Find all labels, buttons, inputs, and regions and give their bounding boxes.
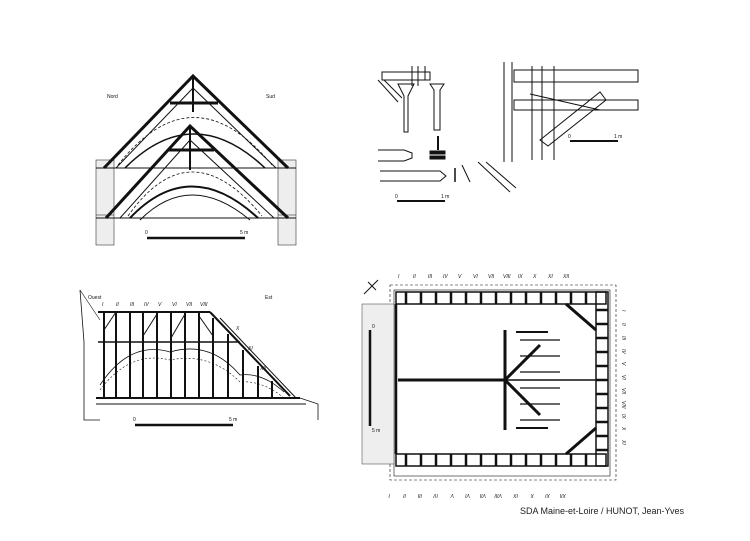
plan-mark-right: VIII	[620, 401, 626, 409]
joint-scale-a-start: 0	[395, 194, 398, 200]
label-east: Est	[265, 295, 273, 301]
label-south: Sud	[266, 94, 275, 100]
plan-mark-top: XII	[562, 274, 570, 280]
truss-mark-top: III	[130, 302, 135, 308]
label-north: Nord	[107, 94, 118, 100]
plan-drawing	[361, 279, 617, 481]
long-section-drawing	[79, 289, 319, 427]
label-west: Ouest	[88, 295, 102, 301]
truss-mark-side: X	[235, 326, 240, 332]
plan-mark-bottom: X	[530, 492, 535, 498]
plan-mark-top: IX	[518, 274, 523, 280]
cross-section-drawing	[95, 73, 297, 246]
plan-mark-right: V	[620, 362, 626, 366]
plan-mark-bottom: I	[388, 492, 390, 498]
plan-mark-right: III	[620, 336, 626, 341]
truss-mark-side: XI	[247, 346, 253, 352]
plan-mark-top: V	[458, 274, 462, 280]
plan-mark-top: II	[413, 274, 416, 280]
joint-scale-a-end: 1 m	[441, 194, 449, 200]
truss-mark-top: I	[102, 302, 104, 308]
plan-mark-top: VI	[473, 274, 478, 280]
truss-mark-top: VIII	[200, 302, 208, 308]
plan-mark-bottom: II	[403, 492, 406, 498]
plan-mark-top: X	[532, 274, 537, 280]
plan-mark-bottom: VIII	[494, 492, 502, 498]
credit-caption: SDA Maine-et-Loire / HUNOT, Jean-Yves	[520, 506, 685, 516]
plan-mark-bottom: IV	[433, 492, 438, 498]
joint-scale-b-end: 1 m	[614, 134, 622, 140]
truss-mark-top: V	[158, 302, 162, 308]
plan-mark-top: VII	[488, 274, 495, 280]
joint-scale-b-start: 0	[568, 134, 571, 140]
plan-mark-top: IV	[443, 274, 448, 280]
plan-mark-bottom: VII	[479, 492, 486, 498]
plan-mark-top: I	[398, 274, 400, 280]
plan-scale-end: 5 m	[372, 428, 380, 434]
cross-section-scale-end: 5 m	[240, 230, 248, 236]
plan-mark-right: VII	[620, 388, 626, 395]
plan-mark-top: VIII	[503, 274, 511, 280]
plan-mark-right: II	[620, 323, 626, 326]
plan-mark-right: VI	[620, 375, 626, 380]
plan-mark-bottom: VI	[465, 492, 470, 498]
truss-mark-top: VI	[172, 302, 177, 308]
long-section-truss-marks-side: X XI XII	[235, 326, 267, 372]
plan-mark-bottom: XI	[545, 492, 551, 498]
long-section-scale-start: 0	[133, 417, 136, 423]
plan-mark-right: IX	[620, 414, 626, 419]
plan-mark-top: III	[428, 274, 433, 280]
truss-mark-top: II	[116, 302, 119, 308]
truss-mark-top: VII	[186, 302, 193, 308]
joint-details-drawing	[377, 62, 639, 202]
plan-mark-right: IV	[620, 349, 626, 354]
truss-mark-top: IV	[144, 302, 149, 308]
plan-mark-right: XI	[620, 439, 626, 445]
cross-section-scale-start: 0	[145, 230, 148, 236]
plan-mark-right: X	[620, 426, 626, 431]
plan-scale-start: 0	[372, 324, 375, 330]
truss-mark-side: XII	[259, 366, 267, 372]
plan-mark-bottom: XII	[559, 492, 567, 498]
plan-mark-bottom: IX	[513, 492, 518, 498]
plan-mark-right: I	[620, 310, 626, 312]
plan-mark-top: XI	[547, 274, 553, 280]
long-section-scale-end: 5 m	[229, 417, 237, 423]
plan-mark-bottom: III	[417, 492, 422, 498]
plan-mark-bottom: V	[450, 492, 454, 498]
